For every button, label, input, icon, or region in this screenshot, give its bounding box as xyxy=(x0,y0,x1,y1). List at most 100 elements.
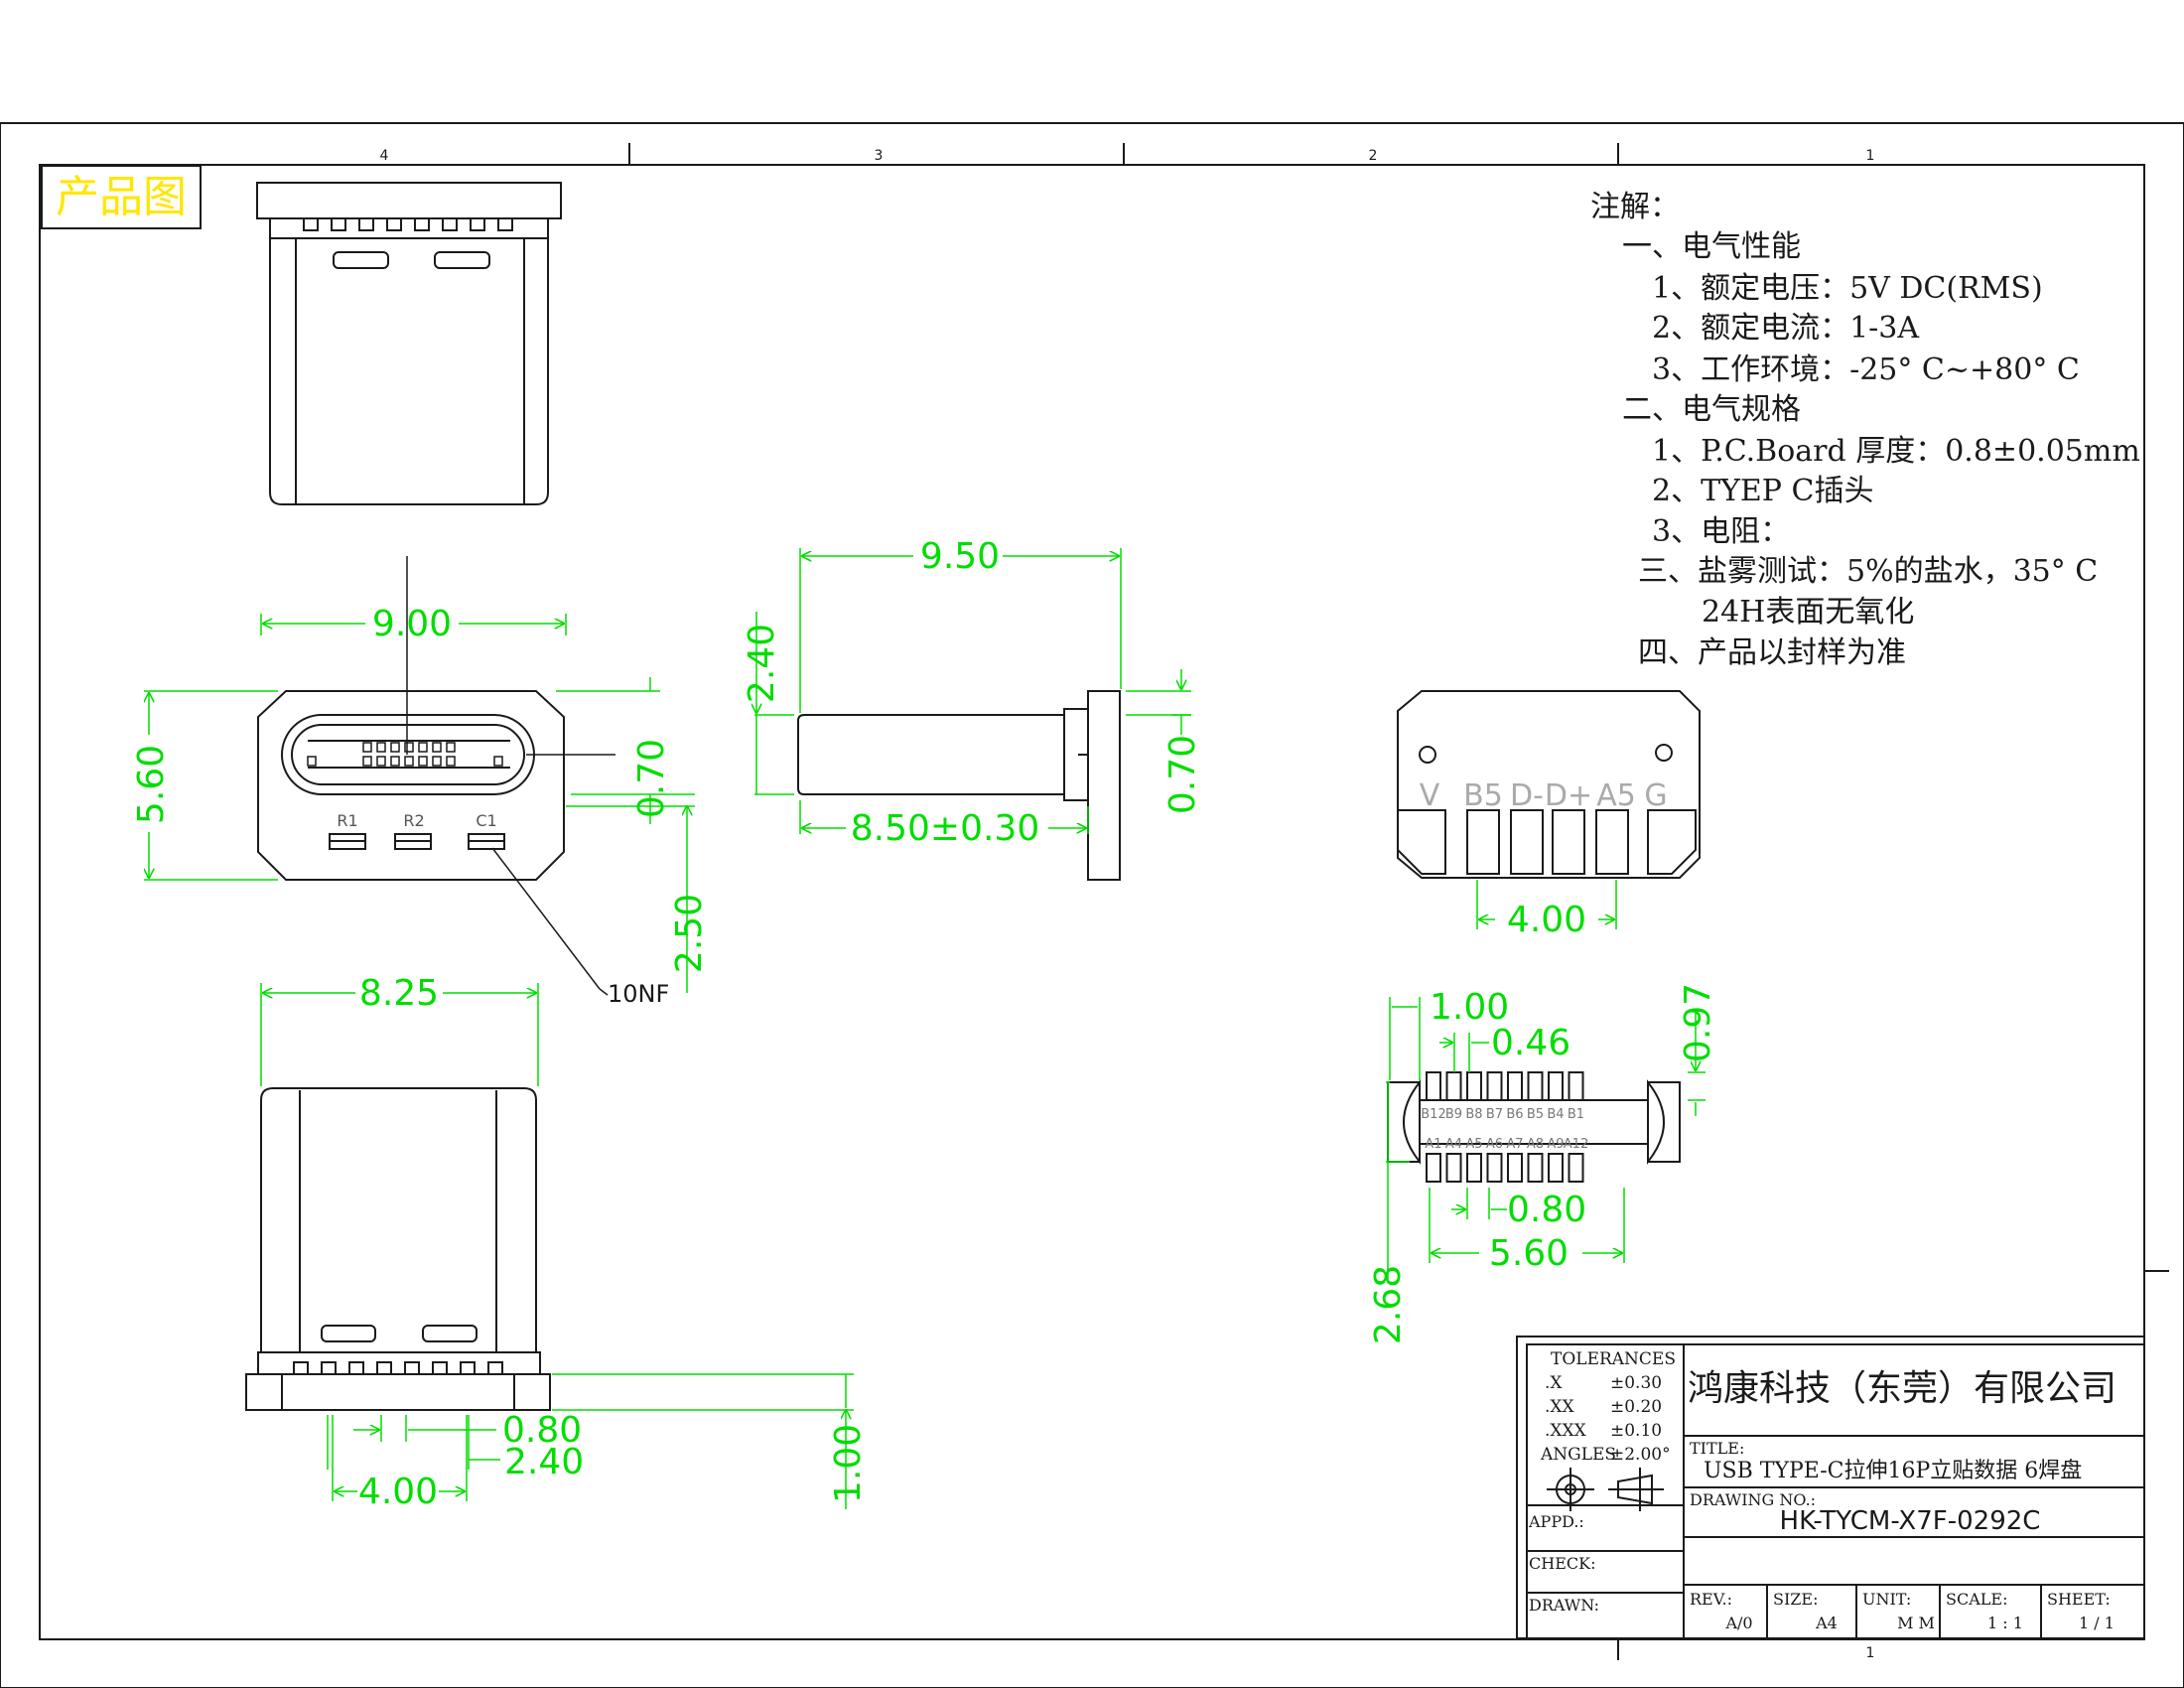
company-name: 鸿康科技（东莞）有限公司 xyxy=(1688,1368,2116,1409)
pin-label: D- xyxy=(1510,778,1544,813)
component-label: R1 xyxy=(337,811,357,830)
footprint-pad xyxy=(1426,1071,1441,1101)
dimension-depth: 2.50 xyxy=(669,894,710,973)
sheet-frame xyxy=(0,122,2184,1688)
dimension-height: 1.00 xyxy=(828,1424,869,1503)
component-label: R2 xyxy=(403,811,424,830)
footprint-pads xyxy=(1426,1071,1584,1183)
pin-label: B5 xyxy=(1463,778,1503,813)
footprint-pin-label: B6 xyxy=(1506,1107,1523,1122)
side-view xyxy=(797,690,1121,881)
appd-label: APPD.: xyxy=(1528,1512,1584,1531)
footprint-pad xyxy=(1445,1153,1462,1183)
tolerance-value: ±0.30 xyxy=(1610,1373,1662,1393)
footprint-pin-label: A7 xyxy=(1506,1137,1523,1152)
title-block xyxy=(1516,1336,2145,1639)
front-view-dimension-labels: 9.00 5.60 0.70 2.50 xyxy=(131,604,710,973)
bottom-view-dimension-labels: 8.25 0.80 2.40 4.00 1.00 xyxy=(358,973,869,1512)
drawing-title: USB TYPE-C拉伸16P立贴数据 6焊盘 xyxy=(1704,1459,2082,1483)
check-label: CHECK: xyxy=(1529,1554,1595,1573)
footprint-pad xyxy=(1426,1153,1441,1183)
dimension-pad: 0.46 xyxy=(1491,1023,1570,1063)
footprint-pin-label: A5 xyxy=(1465,1137,1482,1152)
tolerance-value: ±2.00° xyxy=(1610,1445,1671,1465)
dimension-length: 9.50 xyxy=(920,536,1000,577)
dimension-height: 0.97 xyxy=(1678,983,1718,1062)
footprint-pin-label: B5 xyxy=(1527,1107,1544,1122)
footprint-pad xyxy=(1527,1153,1544,1183)
component-label: C1 xyxy=(476,811,496,830)
pin-label: G xyxy=(1644,778,1667,813)
drawing-number: HK-TYCM-X7F-0292C xyxy=(1780,1506,2041,1536)
note-line: 3、电阻： xyxy=(1652,514,1790,549)
dimension-width: 1.00 xyxy=(1430,987,1509,1028)
footprint-pin-label: A4 xyxy=(1445,1137,1462,1152)
capacitor-callout: 10NF xyxy=(608,980,669,1008)
tolerances-label: TOLERANCES xyxy=(1551,1349,1676,1369)
pin-view-dimensions xyxy=(1476,880,1617,929)
pin-label: V xyxy=(1420,778,1440,813)
dimension-body: 8.50±0.30 xyxy=(851,808,1039,849)
dimension-height: 5.60 xyxy=(131,745,172,824)
drawn-label: DRAWN: xyxy=(1529,1596,1599,1615)
top-view xyxy=(256,182,562,505)
zone-label: 3 xyxy=(875,148,884,164)
svg-text:产品图: 产品图 xyxy=(56,172,187,222)
footprint-pad xyxy=(1507,1153,1523,1183)
dimension-pitch: 4.00 xyxy=(1507,900,1586,940)
unit-value: M M xyxy=(1897,1614,1935,1632)
size-value: A4 xyxy=(1815,1614,1838,1632)
note-line: 2、TYEP C插头 xyxy=(1652,474,1873,508)
dimension-pitch: 0.80 xyxy=(502,1410,582,1451)
note-line: 二、电气规格 xyxy=(1622,392,1801,427)
footprint-pin-label: B7 xyxy=(1486,1107,1503,1122)
footprint-pin-label: B1 xyxy=(1568,1107,1584,1122)
footprint-pad xyxy=(1466,1071,1482,1101)
dimension-flange: 0.70 xyxy=(1162,735,1203,814)
drawing-no-label: DRAWING NO.: xyxy=(1690,1490,1816,1509)
dimension-span: 2.40 xyxy=(504,1442,584,1482)
zone-markers: 4 3 2 1 1 xyxy=(380,148,1875,1661)
size-label: SIZE: xyxy=(1773,1590,1818,1609)
footprint-pin-label: B8 xyxy=(1465,1107,1482,1122)
side-view-dimension-labels: 9.50 2.40 8.50±0.30 0.70 xyxy=(742,536,1203,849)
pin-label: D+ xyxy=(1545,778,1592,813)
note-line: 四、产品以封样为准 xyxy=(1638,635,1906,670)
footprint-pin-label: A8 xyxy=(1527,1137,1544,1152)
dimension-total: 2.68 xyxy=(1368,1265,1409,1344)
scale-value: 1 : 1 xyxy=(1987,1614,2023,1632)
zone-label: 4 xyxy=(380,148,389,164)
footprint-pad xyxy=(1548,1071,1564,1101)
sheet-value: 1 / 1 xyxy=(2079,1614,2115,1632)
dimension-width: 9.00 xyxy=(372,604,452,644)
tolerance-key: .XX xyxy=(1545,1397,1575,1417)
footprint-pin-label: A12 xyxy=(1564,1137,1588,1152)
projection-symbol-icon xyxy=(1547,1468,1664,1511)
rev-value: A/0 xyxy=(1724,1614,1752,1632)
footprint-dimensions xyxy=(1386,997,1706,1281)
footprint-pin-label: A9 xyxy=(1547,1137,1564,1152)
note-line: 3、工作环境：-25° C~+80° C xyxy=(1652,352,2080,387)
footprint-pin-label: A1 xyxy=(1425,1137,1441,1152)
tolerances: TOLERANCES .X ±0.30 .XX ±0.20 .XXX ±0.10… xyxy=(1540,1349,1676,1465)
note-line: 三、盐雾测试：5%的盐水，35° C xyxy=(1638,554,2098,589)
title-block-fields: 鸿康科技（东莞）有限公司 TITLE: USB TYPE-C拉伸16P立贴数据 … xyxy=(1528,1368,2116,1632)
footprint-pin-label: B9 xyxy=(1445,1107,1462,1122)
scale-label: SCALE: xyxy=(1946,1590,2007,1609)
dimension-width: 8.25 xyxy=(359,973,439,1014)
bottom-view xyxy=(245,1087,551,1411)
notes-heading: 注解： xyxy=(1590,190,1680,224)
front-view-dimensions xyxy=(144,614,695,993)
dimension-span: 5.60 xyxy=(1489,1233,1569,1274)
footprint-pad xyxy=(1445,1071,1462,1101)
footprint-pin-label: B12 xyxy=(1421,1107,1445,1122)
title-label: TITLE: xyxy=(1690,1439,1744,1458)
pin-label: A5 xyxy=(1596,778,1636,813)
tolerance-key: .XXX xyxy=(1545,1421,1587,1441)
zone-label: 1 xyxy=(1866,1645,1875,1661)
tolerance-key: ANGLES xyxy=(1540,1445,1616,1465)
footprint-pad xyxy=(1486,1153,1503,1183)
side-view-dimensions xyxy=(754,548,1191,834)
pin-labels: V B5 D- D+ A5 G xyxy=(1420,778,1668,813)
